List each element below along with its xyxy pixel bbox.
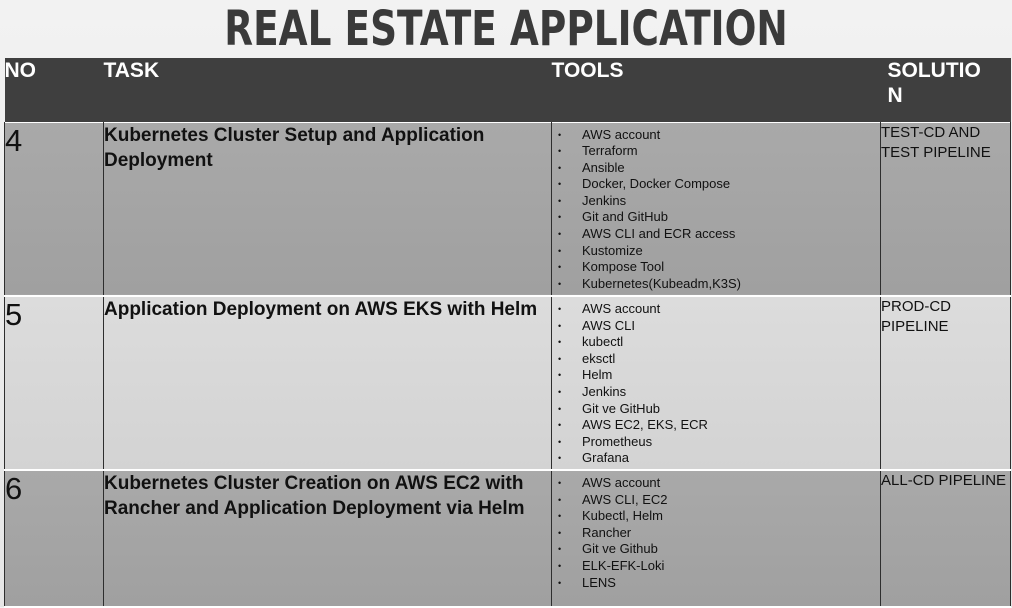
tools-cell: AWS account AWS CLI, EC2 Kubectl, Helm R… bbox=[551, 469, 881, 608]
list-item: Jenkins bbox=[552, 193, 880, 210]
list-item: Kustomize bbox=[552, 243, 880, 260]
tools-list: AWS account AWS CLI kubectl eksctl Helm … bbox=[552, 297, 880, 467]
task-table: NO TASK TOOLS SOLUTIO N 4 Kubernetes Clu… bbox=[4, 58, 1011, 608]
list-item: ELK-EFK-Loki bbox=[552, 558, 880, 575]
list-item: AWS account bbox=[552, 127, 880, 144]
header-tools: TOOLS bbox=[551, 58, 881, 122]
table-header-row: NO TASK TOOLS SOLUTIO N bbox=[4, 58, 1011, 122]
list-item: AWS CLI and ECR access bbox=[552, 226, 880, 243]
table-row: 5 Application Deployment on AWS EKS with… bbox=[4, 295, 1011, 471]
task-cell: Kubernetes Cluster Setup and Application… bbox=[103, 121, 552, 297]
list-item: Grafana bbox=[552, 450, 880, 467]
list-item: eksctl bbox=[552, 351, 880, 368]
solution-cell: PROD-CD PIPELINE bbox=[880, 295, 1011, 471]
table-row: 6 Kubernetes Cluster Creation on AWS EC2… bbox=[4, 469, 1011, 608]
list-item: Prometheus bbox=[552, 434, 880, 451]
solution-cell: ALL-CD PIPELINE bbox=[880, 469, 1011, 608]
tools-cell: AWS account AWS CLI kubectl eksctl Helm … bbox=[551, 295, 881, 471]
tools-cell: AWS account Terraform Ansible Docker, Do… bbox=[551, 121, 881, 297]
header-no: NO bbox=[4, 58, 104, 122]
list-item: Rancher bbox=[552, 525, 880, 542]
task-cell: Kubernetes Cluster Creation on AWS EC2 w… bbox=[103, 469, 552, 608]
header-solution: SOLUTIO N bbox=[880, 58, 1011, 122]
page-title: REAL ESTATE APPLICATION bbox=[224, 1, 788, 57]
list-item: Helm bbox=[552, 367, 880, 384]
list-item: AWS CLI, EC2 bbox=[552, 492, 880, 509]
list-item: Kubernetes(Kubeadm,K3S) bbox=[552, 276, 880, 293]
tools-list: AWS account Terraform Ansible Docker, Do… bbox=[552, 123, 880, 293]
list-item: Kompose Tool bbox=[552, 259, 880, 276]
list-item: AWS account bbox=[552, 475, 880, 492]
list-item: AWS CLI bbox=[552, 318, 880, 335]
solution-cell: TEST-CD AND TEST PIPELINE bbox=[880, 121, 1011, 297]
list-item: Git ve Github bbox=[552, 541, 880, 558]
list-item: Ansible bbox=[552, 160, 880, 177]
row-number: 5 bbox=[4, 295, 104, 471]
list-item: Kubectl, Helm bbox=[552, 508, 880, 525]
list-item: LENS bbox=[552, 575, 880, 592]
list-item: Docker, Docker Compose bbox=[552, 176, 880, 193]
list-item: AWS EC2, EKS, ECR bbox=[552, 417, 880, 434]
list-item: AWS account bbox=[552, 301, 880, 318]
list-item: Jenkins bbox=[552, 384, 880, 401]
table-row: 4 Kubernetes Cluster Setup and Applicati… bbox=[4, 121, 1011, 297]
list-item: Terraform bbox=[552, 143, 880, 160]
list-item: Git ve GitHub bbox=[552, 401, 880, 418]
list-item: kubectl bbox=[552, 334, 880, 351]
header-task: TASK bbox=[103, 58, 552, 122]
row-number: 6 bbox=[4, 469, 104, 608]
list-item: Git and GitHub bbox=[552, 209, 880, 226]
tools-list: AWS account AWS CLI, EC2 Kubectl, Helm R… bbox=[552, 471, 880, 591]
task-cell: Application Deployment on AWS EKS with H… bbox=[103, 295, 552, 471]
row-number: 4 bbox=[4, 121, 104, 297]
